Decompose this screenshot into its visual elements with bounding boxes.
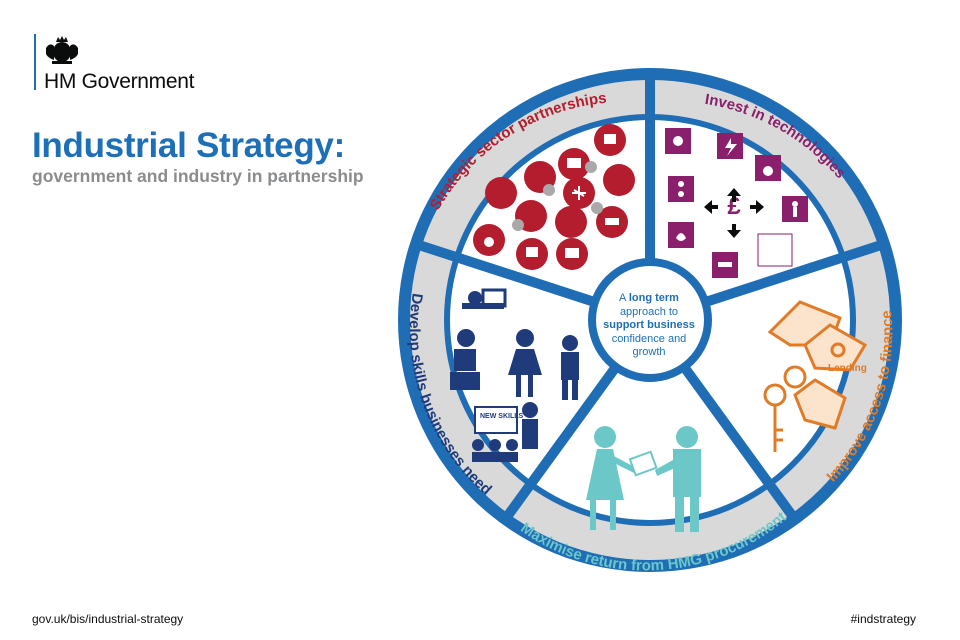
hub-text-a: A <box>619 292 626 304</box>
pound-arrows-icon: £ <box>704 188 764 238</box>
footer-hashtag[interactable]: #indstrategy <box>850 612 916 626</box>
hub-text-approach: approach to <box>619 305 679 318</box>
finance-keys-icon <box>763 300 868 452</box>
hub-text-growth: growth <box>632 346 666 358</box>
hub-text-long-term: long term <box>628 292 679 304</box>
lending-tag-label: Lending <box>828 363 867 374</box>
spokes <box>416 76 884 521</box>
hm-government-logo: HM Government <box>34 34 194 93</box>
technology-tiles-icon: £ <box>665 128 808 278</box>
procurement-figures-icon <box>586 426 701 532</box>
page-subtitle: government and industry in partnership <box>32 166 364 186</box>
footer-url[interactable]: gov.uk/bis/industrial-strategy <box>32 612 184 626</box>
royal-crest-icon <box>46 36 78 64</box>
svg-text:£: £ <box>727 193 741 220</box>
hub-text-support-business: support business <box>603 319 695 331</box>
brand-name: HM Government <box>44 70 195 93</box>
skills-figures-icon <box>450 288 579 462</box>
hub-center <box>596 266 704 374</box>
hub-message: A long term approach to support business… <box>599 292 699 360</box>
hub-text-confidence: confidence and <box>611 332 687 345</box>
page-title: Industrial Strategy: <box>32 126 345 165</box>
sector-cogs-icon <box>473 124 635 270</box>
new-skills-board-label: NEW SKILLS <box>480 413 523 420</box>
